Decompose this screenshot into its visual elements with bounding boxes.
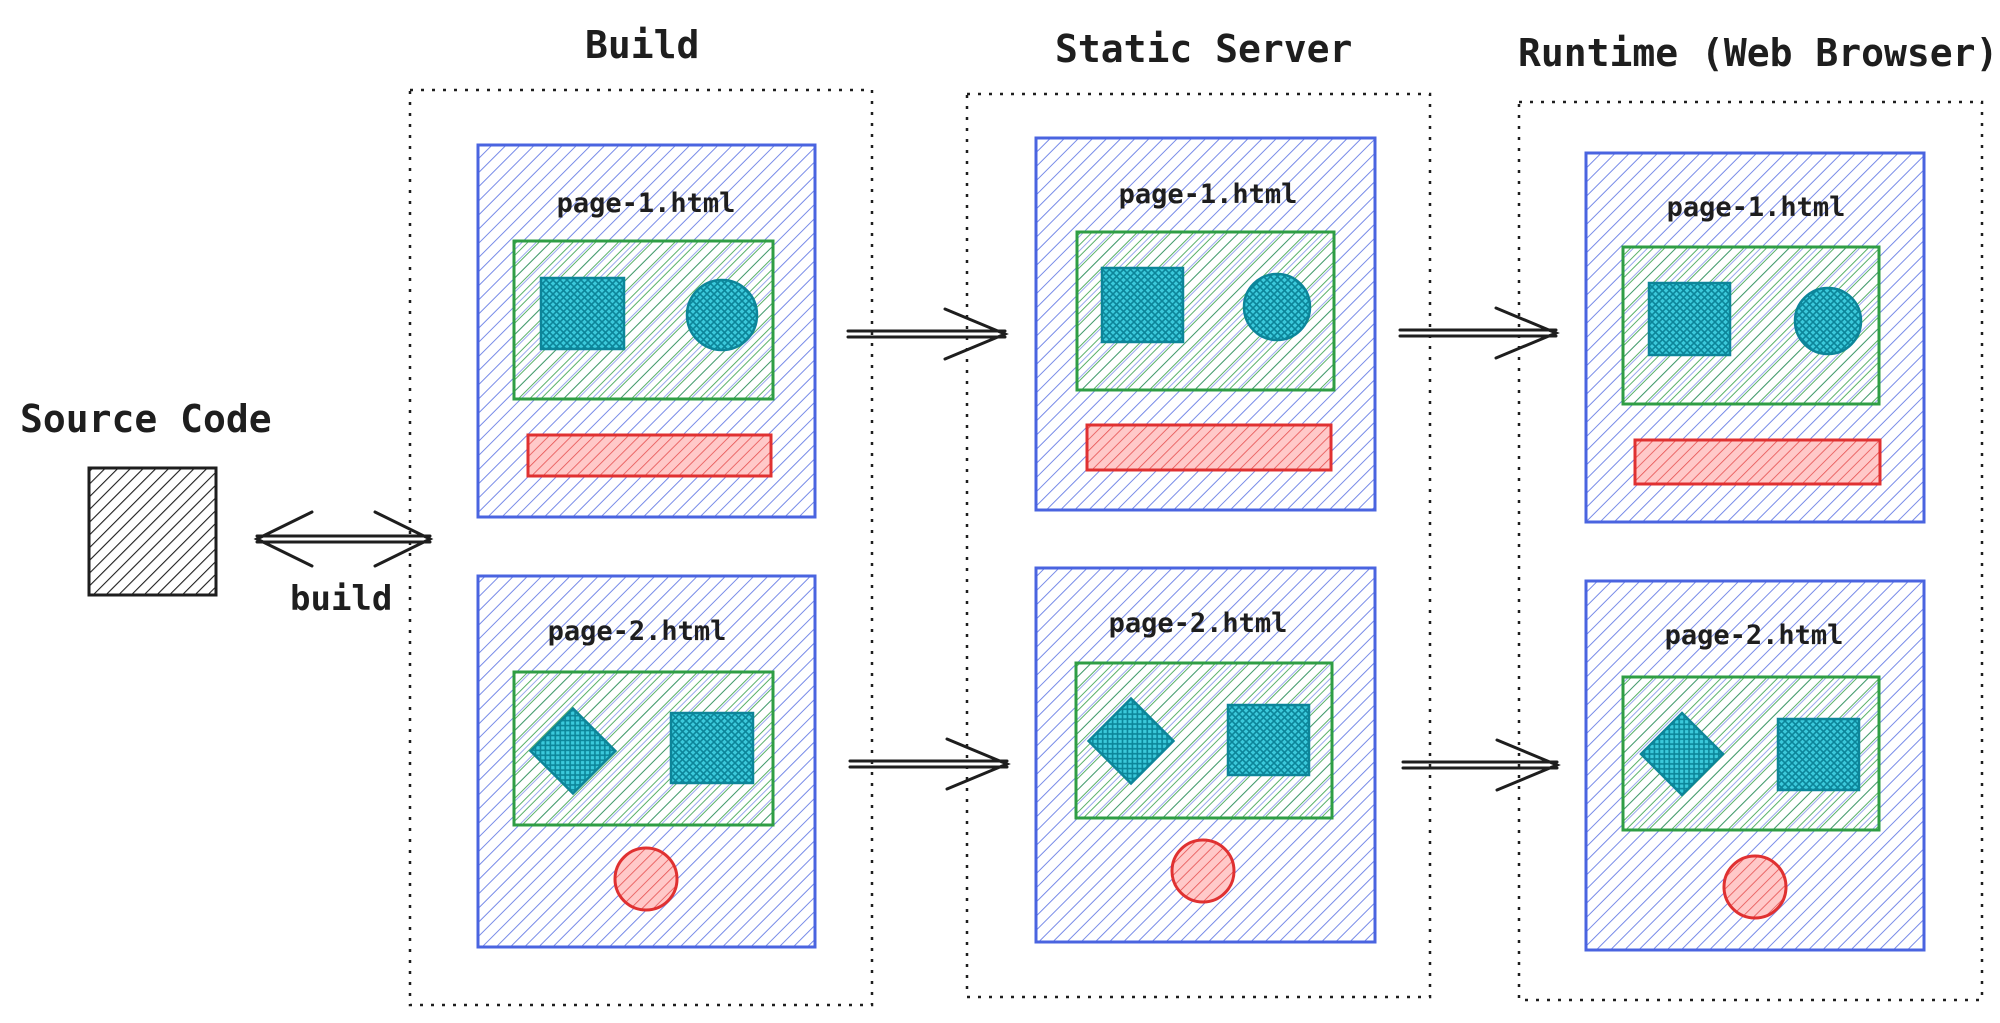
build-arrow-label: build: [290, 579, 392, 619]
page-card: page-2.html: [1584, 579, 1926, 952]
page-card: page-1.html: [1584, 151, 1926, 524]
red-bar: [1633, 438, 1882, 486]
red-dot: [1170, 838, 1236, 904]
page-card: page-2.html: [476, 574, 817, 949]
flow-arrow: [848, 737, 1011, 791]
stage-title-static-server: Static Server: [1055, 27, 1352, 71]
red-bar: [526, 433, 773, 478]
build-arrow: [253, 510, 434, 568]
page-filename: page-2.html: [1109, 608, 1288, 639]
page-filename: page-1.html: [1119, 179, 1298, 210]
teal-square: [1100, 266, 1185, 344]
stage-container-static-server: [965, 92, 1432, 999]
flow-arrow: [1401, 738, 1561, 792]
red-dot: [1722, 854, 1788, 920]
red-dot: [613, 846, 679, 912]
source-code-title: Source Code: [20, 397, 272, 441]
teal-square: [1226, 703, 1311, 777]
stage-container-runtime: [1517, 100, 1984, 1002]
teal-square: [1776, 717, 1861, 792]
source-code-block: [87, 466, 218, 597]
teal-diamond: [1086, 696, 1176, 786]
stage-container-build: [408, 88, 874, 1007]
page-filename: page-1.html: [1667, 192, 1846, 223]
stage-title-runtime: Runtime (Web Browser): [1518, 31, 1998, 75]
page-filename: page-2.html: [548, 616, 727, 647]
teal-diamond: [528, 706, 618, 796]
red-bar: [1085, 423, 1333, 472]
teal-circle: [685, 278, 759, 352]
stage-title-build: Build: [585, 23, 699, 67]
teal-circle: [1242, 272, 1312, 342]
teal-diamond: [1639, 711, 1725, 797]
flow-arrow: [846, 307, 1009, 361]
teal-square: [539, 276, 626, 351]
page-filename: page-2.html: [1665, 620, 1844, 651]
teal-circle: [1793, 286, 1863, 356]
page-card: page-1.html: [1034, 136, 1377, 512]
teal-square: [1647, 281, 1732, 357]
page-card: page-1.html: [476, 143, 817, 519]
teal-square: [669, 711, 755, 785]
page-filename: page-1.html: [557, 188, 736, 219]
flow-arrow: [1398, 306, 1560, 360]
page-card: page-2.html: [1034, 566, 1377, 944]
